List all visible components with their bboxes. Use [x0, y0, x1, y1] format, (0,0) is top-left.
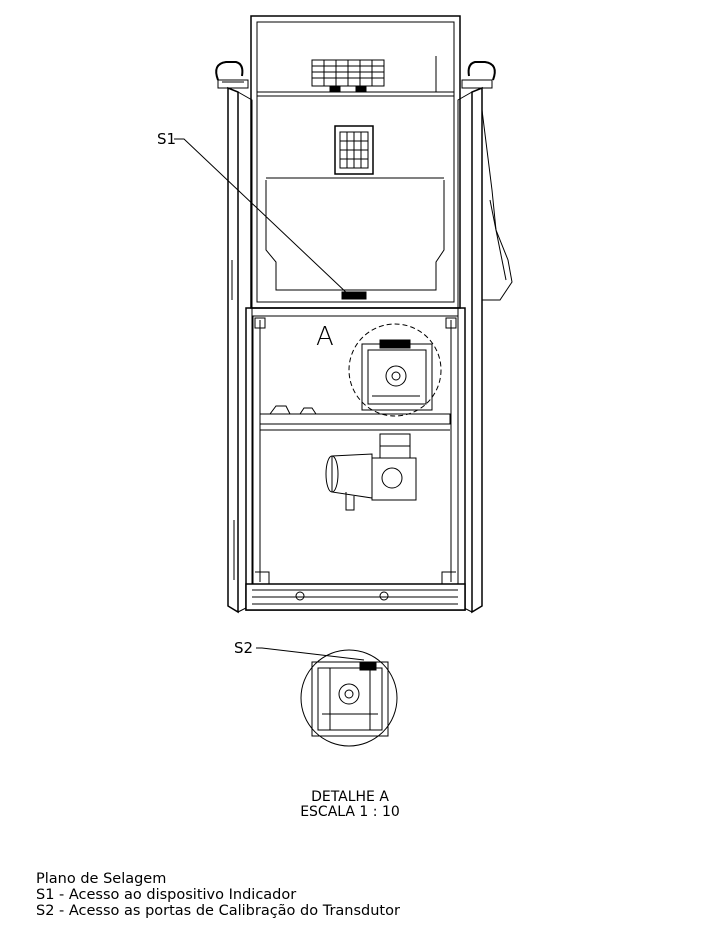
pump-assembly	[325, 433, 417, 511]
display-grid	[311, 56, 437, 93]
detail-title: DETALHE A	[311, 789, 389, 805]
left-side-panel	[227, 86, 253, 614]
left-hook	[215, 61, 249, 89]
seal-s1-point	[341, 291, 367, 300]
s2-label: S2	[234, 639, 254, 657]
keypad	[334, 125, 374, 175]
detail-a-circle	[348, 323, 442, 417]
s1-label: S1	[157, 130, 177, 148]
right-hook	[461, 61, 496, 89]
detail-caption: DETALHE A ESCALA 1 : 10	[250, 790, 450, 820]
detail-scale: ESCALA 1 : 10	[300, 804, 400, 820]
s2-leader-line	[256, 647, 365, 661]
legend-item-s2: S2 - Acesso as portas de Calibração do T…	[36, 903, 400, 919]
legend-title: Plano de Selagem	[36, 871, 167, 887]
detail-a-view	[300, 649, 398, 747]
sealing-legend: Plano de Selagem S1 - Acesso ao disposit…	[36, 871, 400, 919]
meter-assembly	[361, 339, 433, 411]
legend-item-s1: S1 - Acesso ao dispositivo Indicador	[36, 887, 297, 903]
right-side-panel	[457, 86, 513, 614]
detail-a-marker: A	[316, 322, 334, 352]
base-grate	[245, 583, 466, 611]
s1-leader-line	[174, 138, 351, 297]
head-cabinet	[250, 15, 461, 309]
